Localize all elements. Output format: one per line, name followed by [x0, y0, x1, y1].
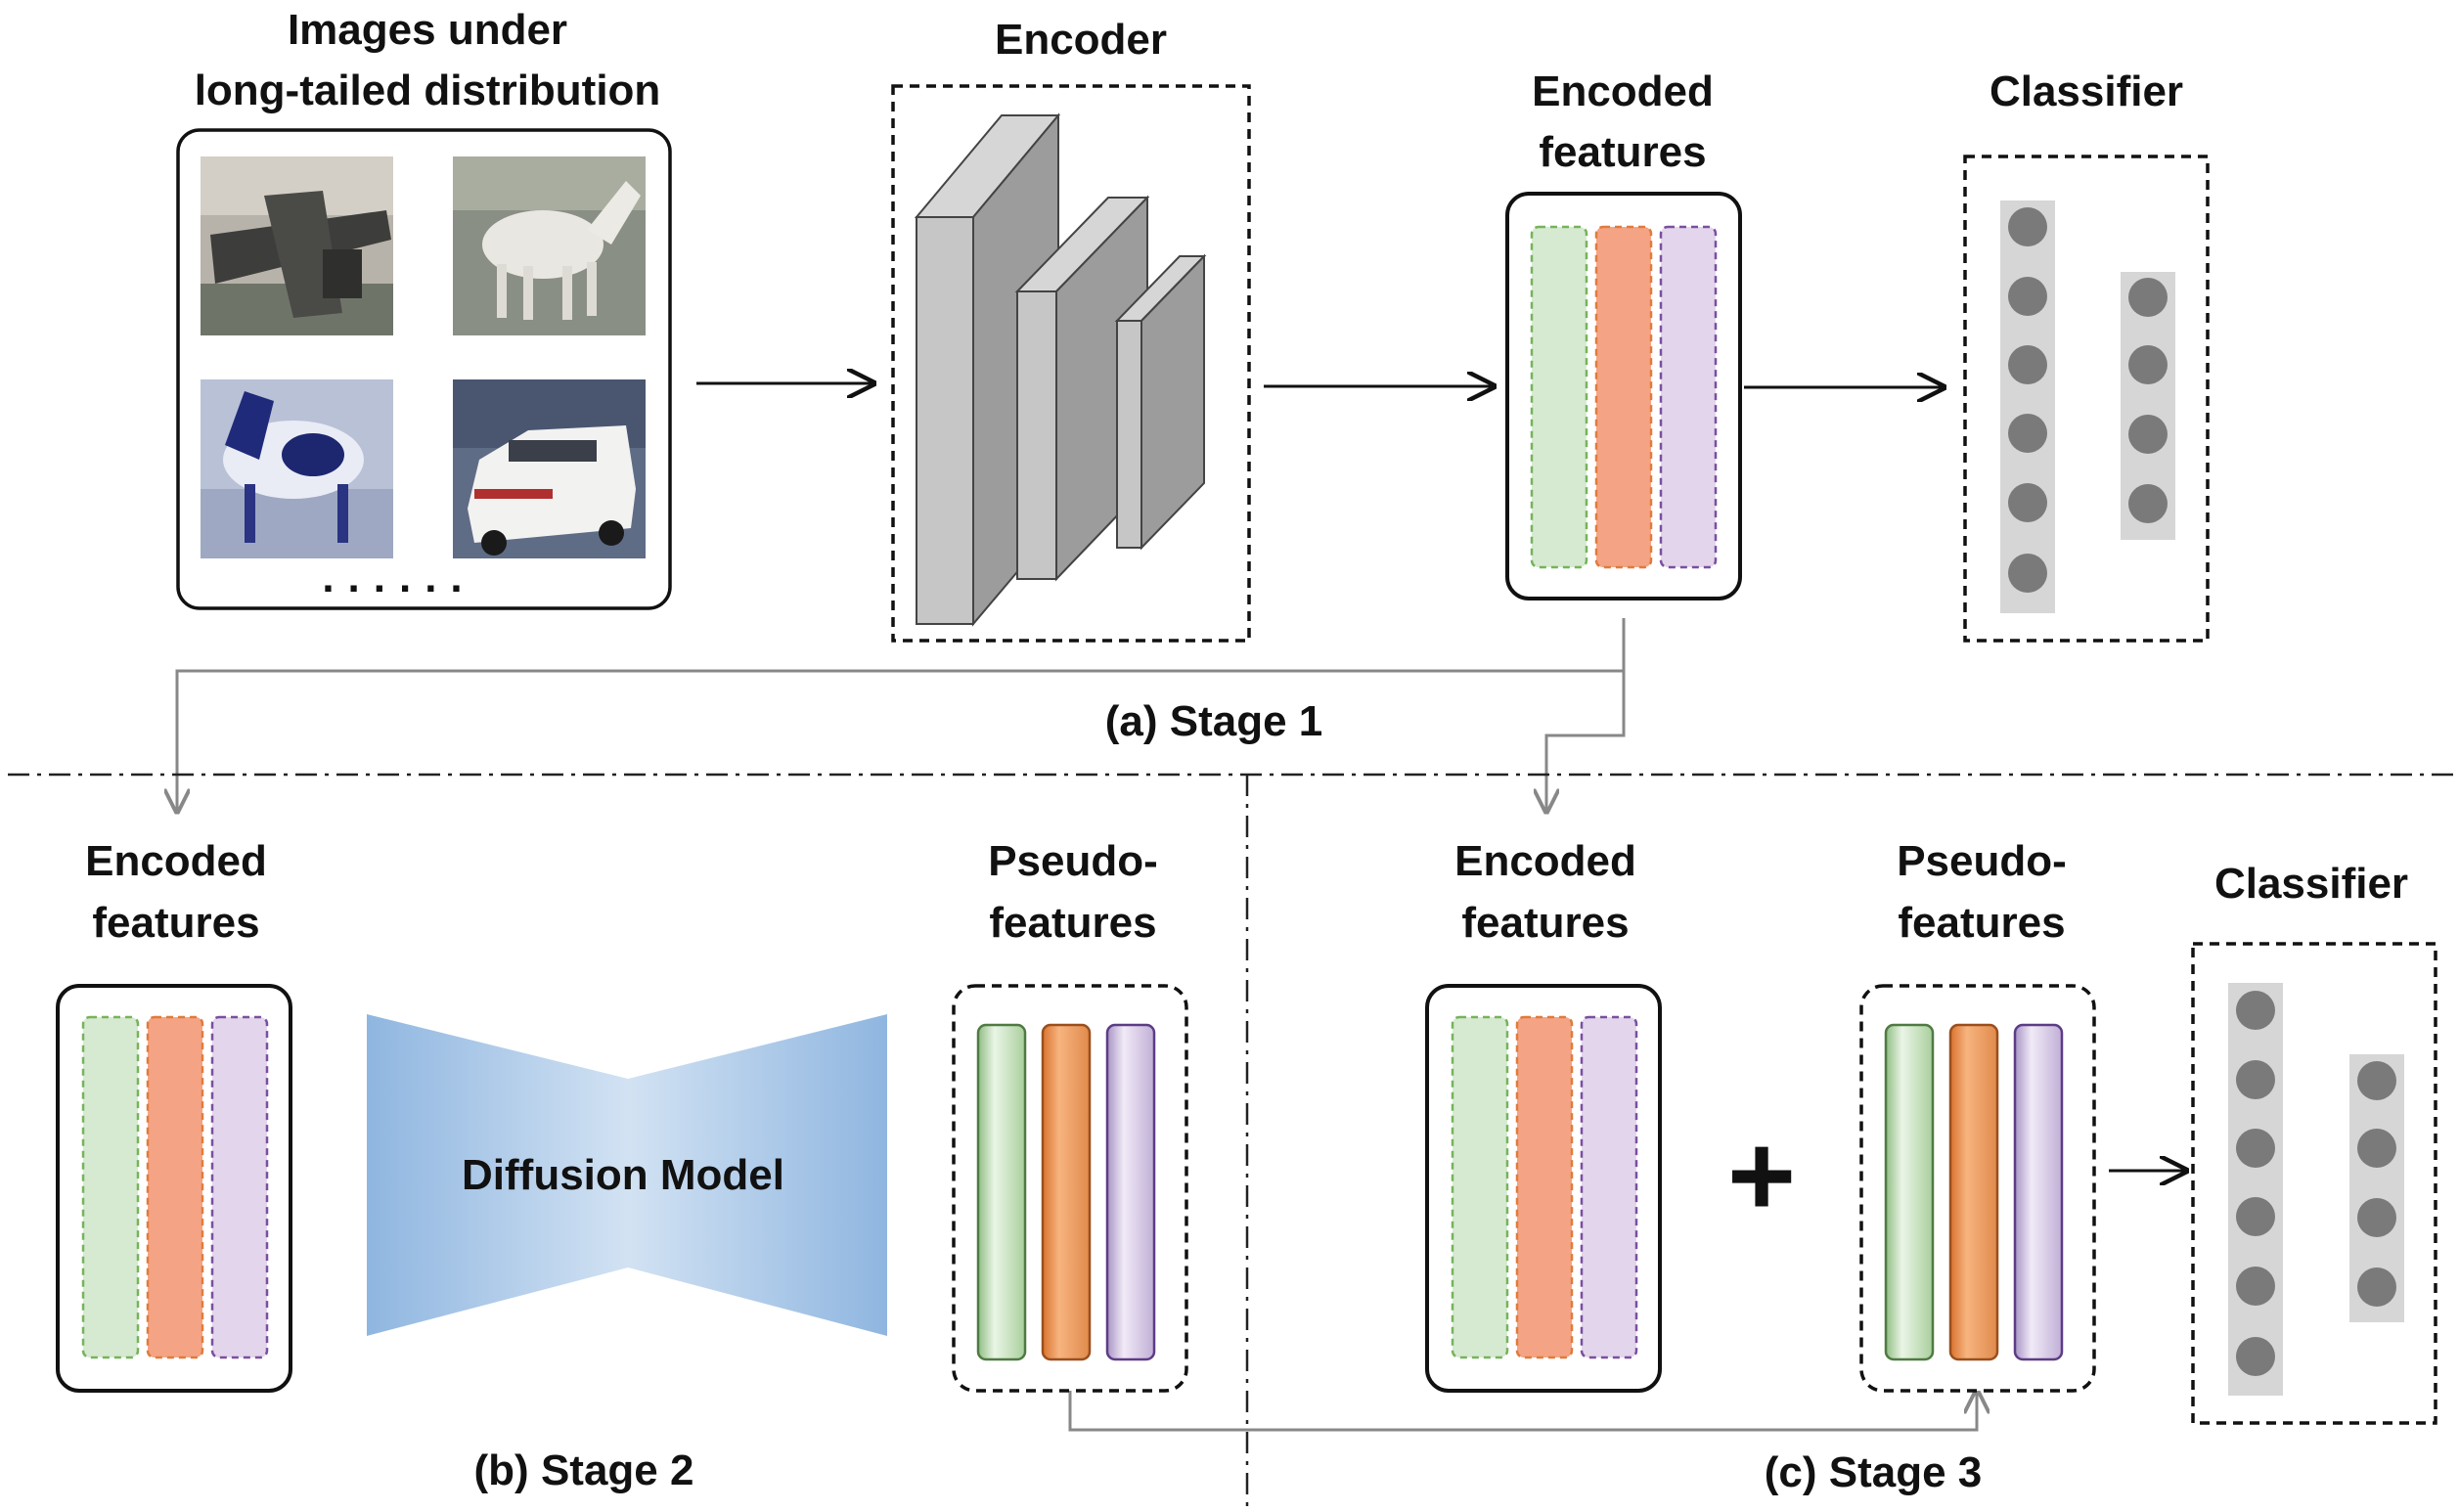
car-image [453, 379, 646, 558]
stage3-caption: (c) Stage 3 [1765, 1448, 1983, 1496]
plus-sign: + [1727, 1110, 1796, 1241]
horse-image [453, 156, 646, 335]
encoder-box [891, 84, 1251, 643]
stage3-classifier-title: Classifier [2214, 860, 2408, 908]
feature-bar-green [1530, 225, 1588, 569]
airplane-image [201, 156, 393, 335]
stage1-classifier-neurons [2000, 200, 2175, 613]
stage1-encoded-title-line2: features [1539, 128, 1706, 176]
stage1-classifier-title: Classifier [1990, 67, 2183, 115]
stage1-feature-bars [1530, 225, 1718, 569]
arrow-to-stage2-features [177, 618, 1626, 812]
images-title-line2: long-tailed distribution [195, 67, 661, 114]
stage2-pseudo-title-line2: features [989, 899, 1156, 947]
stage3-classifier-box [2191, 942, 2437, 1425]
stage1-encoded-title-line1: Encoded [1532, 67, 1714, 115]
stage3-pseudo-title-line1: Pseudo- [1897, 837, 2067, 885]
feature-bar-purple [1659, 225, 1718, 569]
stage3-pseudo-bars [1884, 1023, 2064, 1361]
diffusion-model-shape [367, 1014, 887, 1336]
stage1-classifier-box [1963, 155, 2210, 643]
stage2: Encoded features Diffusion Model Pseudo-… [56, 837, 1188, 1494]
images-ellipsis: ...... [322, 554, 475, 601]
encoder-title: Encoder [995, 16, 1167, 64]
stage1-caption: (a) Stage 1 [1105, 697, 1323, 745]
feature-bar-orange [1594, 225, 1653, 569]
arrow-pseudo-to-stage3 [1068, 1388, 1977, 1432]
stage3-encoded-title-line2: features [1461, 899, 1629, 947]
stage3-classifier-neurons [2228, 983, 2404, 1396]
stage2-pseudo-title-line1: Pseudo- [988, 837, 1158, 885]
stage2-caption: (b) Stage 2 [474, 1446, 694, 1494]
stage2-pseudo-bars [976, 1023, 1156, 1361]
stage3-encoded-title-line1: Encoded [1454, 837, 1636, 885]
stage3-pseudo-title-line2: features [1898, 899, 2065, 947]
stage3: Encoded features + Pseudo- features Clas… [1425, 837, 2437, 1496]
stage1: Images under long-tailed distribution [176, 6, 2210, 745]
stage2-encoded-title-line2: features [92, 899, 259, 947]
dog-image [201, 379, 393, 558]
arrow-to-stage3-features [1546, 671, 1626, 812]
encoder-layers [914, 112, 1207, 627]
diffusion-model-label: Diffusion Model [462, 1151, 784, 1199]
stage3-feature-bars [1451, 1015, 1638, 1359]
stage2-encoded-title-line1: Encoded [85, 837, 267, 885]
stage2-feature-bars [81, 1015, 269, 1359]
images-title-line1: Images under [288, 6, 567, 54]
